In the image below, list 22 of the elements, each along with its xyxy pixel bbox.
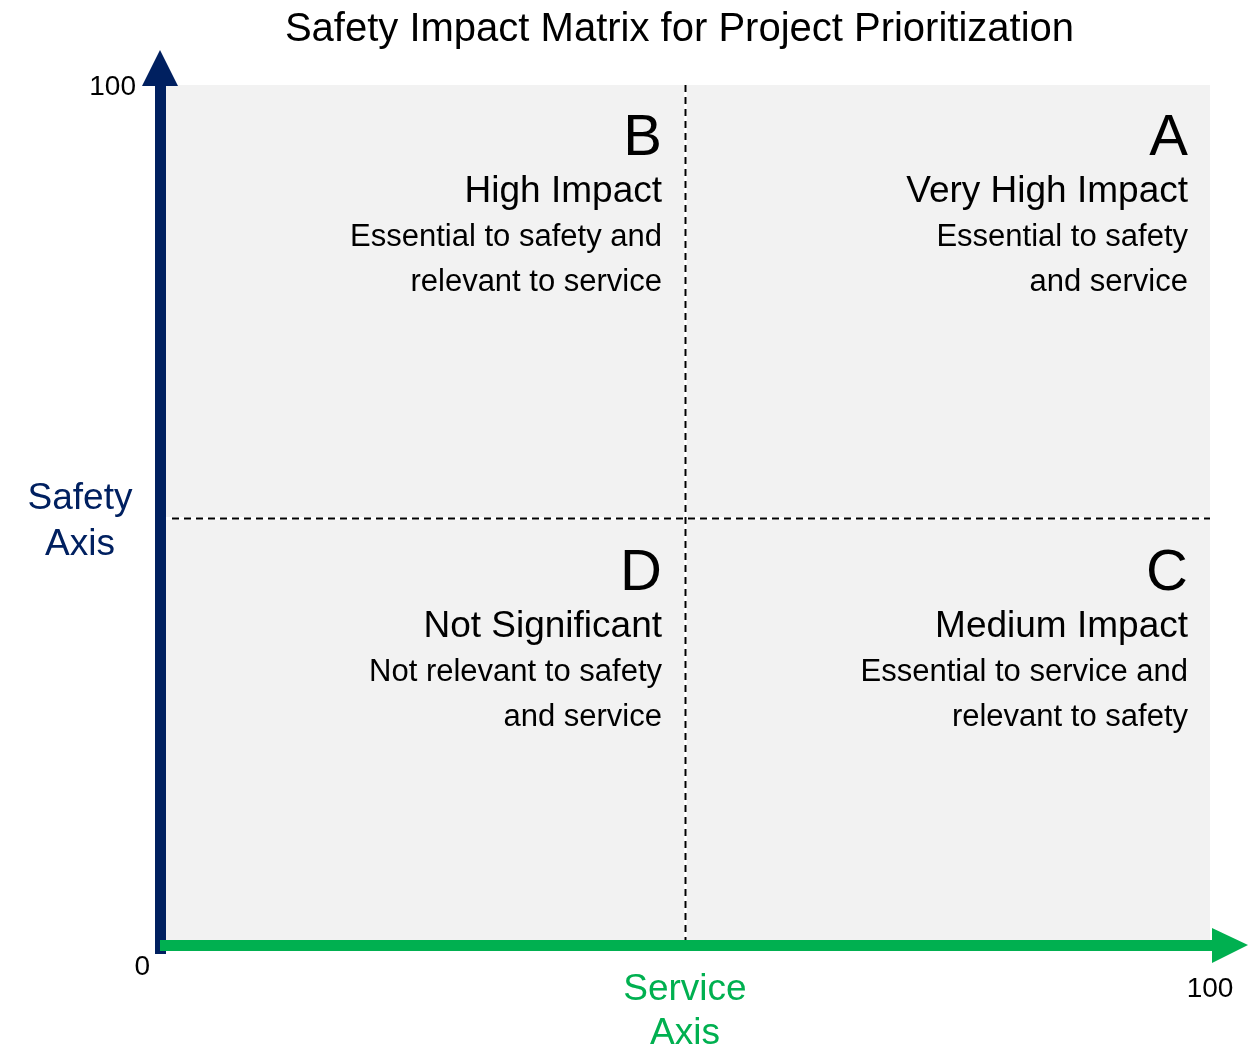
axis-tick-label: 0 bbox=[133, 950, 150, 982]
quadrant-letter: A bbox=[1149, 103, 1188, 167]
axis-title: Safety Axis bbox=[26, 475, 134, 565]
quadrant-description: Essential to safety and relevant to service bbox=[349, 217, 662, 300]
quadrant-panel bbox=[166, 520, 684, 940]
axis-tick-label: 100 bbox=[1185, 972, 1235, 1004]
quadrant-letter: C bbox=[1146, 538, 1188, 602]
quadrant-description: Essential to safety and service bbox=[935, 217, 1188, 300]
axis-tick-label: 100 bbox=[88, 70, 136, 102]
quadrant-letter: B bbox=[623, 103, 662, 167]
quadrant-letter: D bbox=[620, 538, 662, 602]
quadrant-heading: Medium Impact bbox=[935, 603, 1188, 647]
quadrant-panel bbox=[687, 85, 1210, 517]
chart-title: Safety Impact Matrix for Project Prioritization bbox=[283, 4, 1076, 51]
quadrant-description: Essential to service and relevant to safety bbox=[859, 652, 1188, 735]
quadrant-panel bbox=[166, 85, 684, 517]
quadrant-heading: Not Significant bbox=[423, 603, 662, 647]
quadrant-heading: High Impact bbox=[464, 168, 662, 212]
quadrant-panel bbox=[687, 520, 1210, 940]
axis-title: Service Axis bbox=[622, 966, 748, 1054]
quadrant-heading: Very High Impact bbox=[906, 168, 1188, 212]
quadrant-description: Not relevant to safety and service bbox=[368, 652, 662, 735]
